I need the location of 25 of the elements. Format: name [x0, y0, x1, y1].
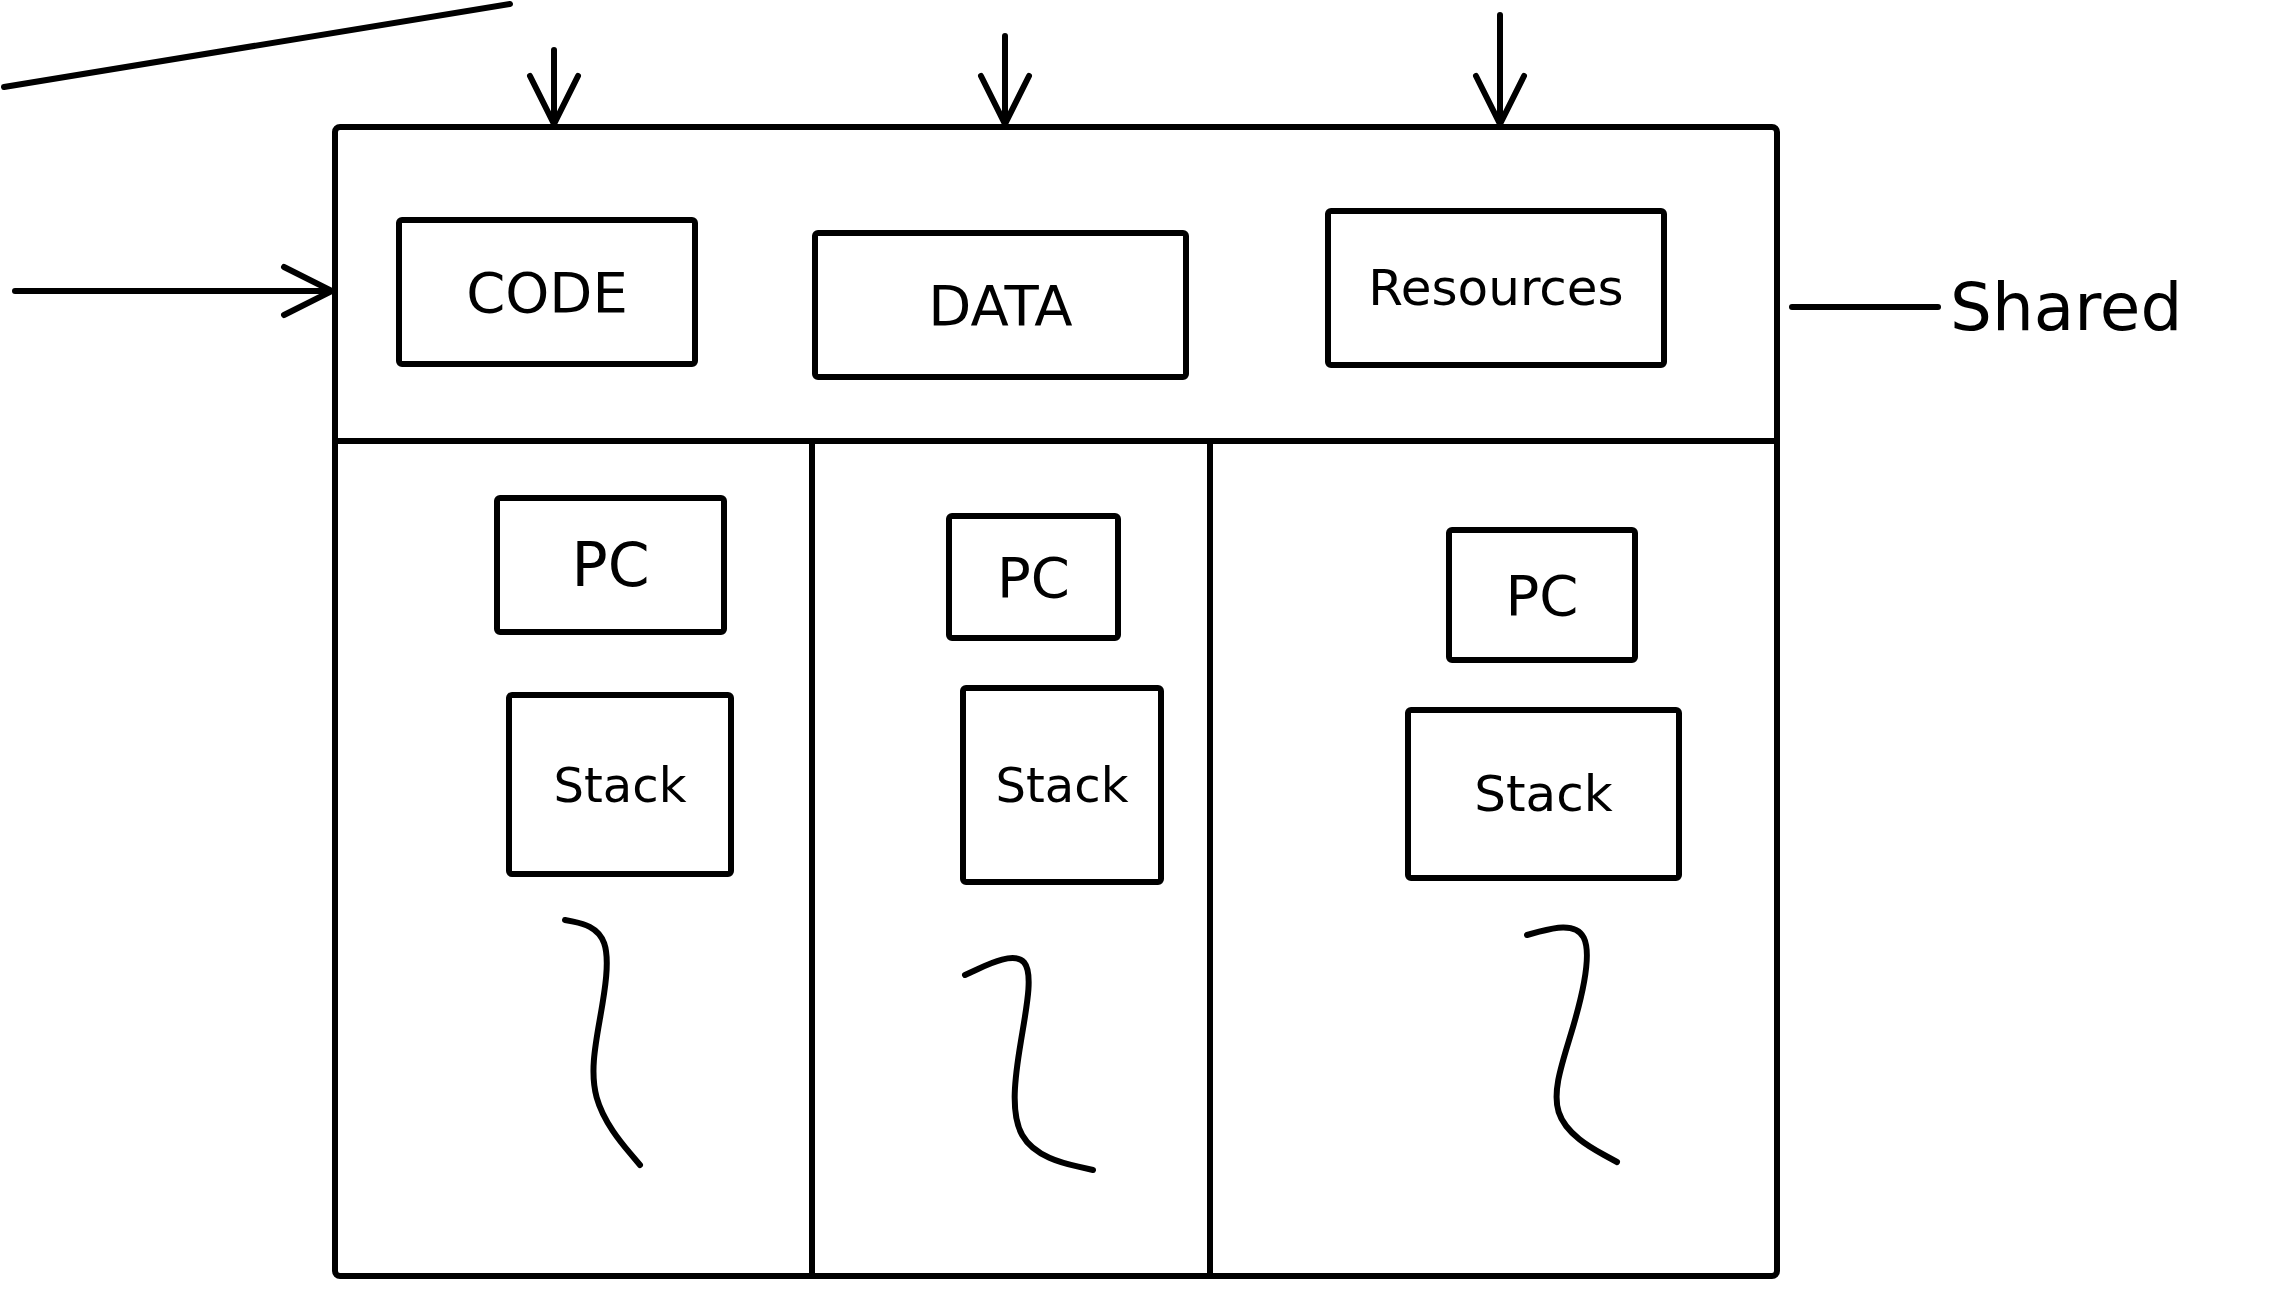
memory-box	[946, 513, 1121, 641]
process-box	[332, 124, 1780, 1279]
box-label: Stack	[553, 756, 687, 813]
arrow	[1473, 12, 1527, 127]
memory-box	[1446, 527, 1638, 663]
memory-box	[396, 217, 698, 367]
memory-box	[1325, 208, 1667, 368]
shared-label: Shared	[1950, 268, 2183, 346]
arrow	[12, 264, 335, 318]
memory-box	[494, 495, 727, 635]
arrow	[978, 33, 1032, 127]
box-label: PC	[997, 544, 1070, 610]
memory-box	[960, 685, 1164, 885]
box-label: Stack	[995, 757, 1129, 813]
box-label: CODE	[466, 259, 628, 325]
box-label: PC	[571, 530, 650, 600]
memory-box	[1405, 707, 1682, 881]
memory-box	[506, 692, 734, 877]
box-label: Stack	[1474, 765, 1613, 823]
box-label: DATA	[928, 272, 1073, 338]
box-label: Resources	[1368, 259, 1624, 317]
leader-line	[1789, 304, 1941, 310]
box-label: PC	[1505, 562, 1579, 628]
memory-box	[812, 230, 1189, 380]
arrow	[527, 47, 581, 127]
